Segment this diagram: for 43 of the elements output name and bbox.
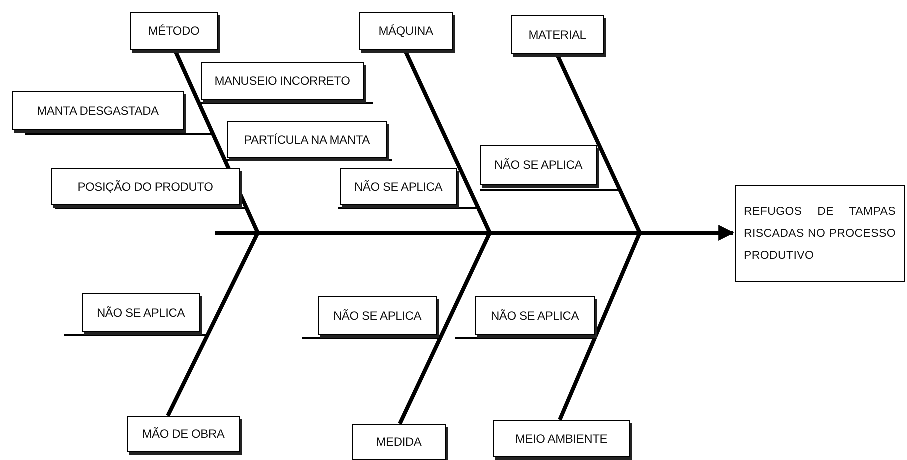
node-label: MÁQUINA (378, 24, 434, 38)
category-box (359, 12, 453, 50)
node-label: NÃO SE APLICA (96, 306, 186, 320)
branch-line (302, 337, 441, 339)
node-label: PARTÍCULA NA MANTA (244, 132, 370, 146)
cause-box (82, 293, 200, 332)
spine-arrow (215, 225, 735, 241)
node-label: MANTA DESGASTADA (37, 104, 159, 118)
node-label: MEDIDA (376, 435, 422, 449)
category-box (127, 416, 240, 452)
bone-line (398, 232, 492, 425)
cause-box (318, 296, 437, 335)
node-label: POSIÇÃO DO PRODUTO (78, 180, 214, 194)
node-label: MÃO DE OBRA (142, 427, 225, 441)
node-label: MEIO AMBIENTE (515, 432, 608, 446)
node-label: NÃO SE APLICA (494, 158, 583, 172)
cause-box (201, 62, 364, 100)
category-box (511, 15, 604, 54)
node-label: NÃO SE APLICA (333, 308, 422, 322)
cause-box (12, 91, 184, 130)
category-box (352, 424, 446, 460)
branch-line (455, 337, 596, 339)
category-box (130, 12, 218, 50)
branch-line (199, 102, 373, 104)
category-box (493, 420, 630, 457)
cause-box (51, 168, 240, 205)
node-label: MATERIAL (528, 28, 586, 42)
node-label: NÃO SE APLICA (490, 308, 580, 322)
cause-box (227, 121, 387, 158)
node-label: NÃO SE APLICA (354, 180, 443, 194)
effect-text: REFUGOS DE TAMPAS RISCADAS NO PROCESSO PRODUTIVO (744, 204, 896, 264)
branch-line (338, 207, 478, 209)
node-label: MÉTODO (148, 24, 200, 38)
branch-line (55, 207, 247, 209)
branch-line (64, 334, 208, 336)
cause-box (475, 296, 595, 335)
cause-box (480, 145, 597, 185)
bone-line (166, 232, 260, 417)
bone-line (558, 232, 642, 421)
branch-line (25, 133, 214, 135)
node-label: MANUSEIO INCORRETO (214, 74, 350, 88)
cause-box (340, 168, 457, 205)
effect-box (735, 185, 905, 282)
